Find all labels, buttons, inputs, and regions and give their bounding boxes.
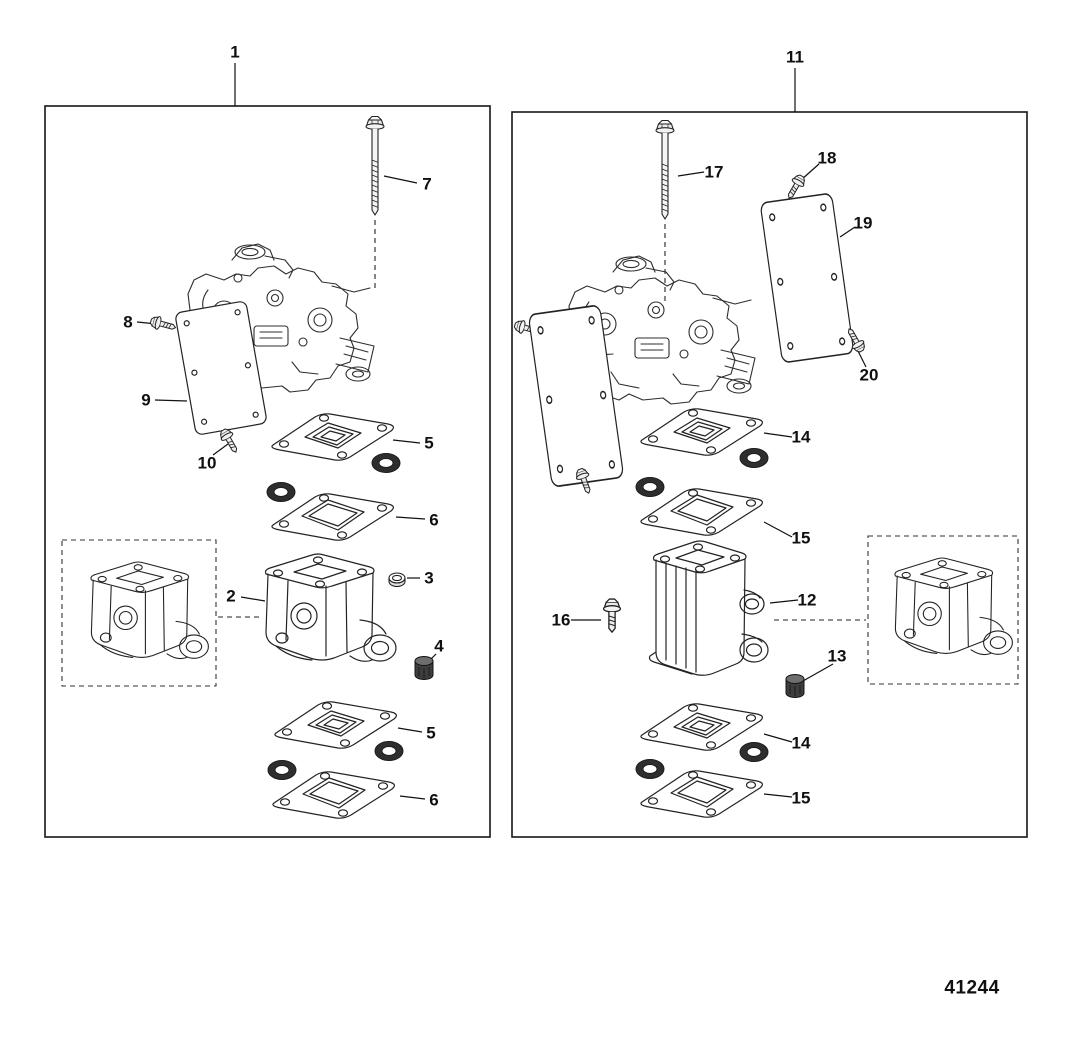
- dashed-assembly-lines: [218, 220, 866, 621]
- cap-nut-13: [785, 674, 805, 698]
- seal-ring-right-lower-b: [635, 759, 665, 779]
- gasket-15-lower: [640, 770, 764, 818]
- callout-15-upper: 15: [791, 528, 811, 548]
- seal-ring-right-lower-a: [739, 742, 769, 762]
- seal-ring-upper-b: [266, 482, 296, 502]
- callout-12: 12: [797, 590, 817, 610]
- callout-14-lower: 14: [791, 733, 811, 753]
- callout-15-lower: 15: [791, 788, 811, 808]
- callout-19: 19: [853, 213, 873, 233]
- callout-9: 9: [141, 390, 151, 410]
- callout-14-upper: 14: [791, 427, 811, 447]
- alternate-elbow-box-right: [867, 535, 1019, 685]
- alternate-elbow-right: [894, 557, 1013, 656]
- gasket-14-upper: [640, 408, 764, 456]
- callout-17: 17: [704, 162, 724, 182]
- cover-plate-19: [759, 192, 855, 364]
- callout-panel-1: 1: [230, 42, 240, 62]
- screw-10: [217, 426, 243, 456]
- seal-ring-upper-a: [371, 453, 401, 473]
- callout-6-lower: 6: [429, 790, 439, 810]
- cover-plate-left: [527, 304, 625, 488]
- leader-lines: [136, 63, 867, 800]
- callout-6-upper: 6: [429, 510, 439, 530]
- seal-ring-lower-b: [267, 760, 297, 780]
- alternate-elbow-left: [90, 561, 209, 660]
- cover-plate-9: [174, 300, 268, 436]
- seal-ring-right-upper-b: [635, 477, 665, 497]
- callout-8: 8: [123, 312, 133, 332]
- callout-16: 16: [551, 610, 571, 630]
- gasket-14-lower: [640, 703, 764, 751]
- callout-18: 18: [817, 148, 837, 168]
- callout-panel-11: 11: [786, 47, 804, 67]
- mounting-bolt-17: [655, 119, 675, 220]
- figure-number: 41244: [944, 977, 1000, 999]
- callout-4: 4: [434, 636, 444, 656]
- panel-11-border: [511, 111, 1028, 838]
- seal-ring-right-upper-a: [739, 448, 769, 468]
- screw-16: [602, 598, 622, 633]
- panel-1-border: [44, 105, 491, 838]
- callout-5-lower: 5: [426, 723, 436, 743]
- gasket-6-lower: [272, 771, 395, 819]
- callout-13: 13: [827, 646, 847, 666]
- exhaust-riser-12: [648, 540, 769, 676]
- callout-10: 10: [197, 453, 217, 473]
- gasket-15-upper: [640, 488, 764, 536]
- exhaust-elbow-2: [264, 553, 397, 662]
- gasket-6-upper: [271, 493, 394, 541]
- alternate-elbow-box-left: [61, 539, 217, 687]
- screw-8: [148, 314, 178, 335]
- seal-ring-lower-a: [374, 741, 404, 761]
- mounting-bolt-7: [365, 115, 385, 216]
- callout-7: 7: [422, 174, 432, 194]
- cap-nut-4: [414, 656, 434, 680]
- callout-2: 2: [226, 586, 236, 606]
- callout-20: 20: [859, 365, 879, 385]
- gasket-5-lower: [274, 701, 397, 749]
- gasket-5-upper: [271, 413, 394, 461]
- plug-3: [388, 572, 406, 588]
- callout-5-upper: 5: [424, 433, 434, 453]
- callout-3: 3: [424, 568, 434, 588]
